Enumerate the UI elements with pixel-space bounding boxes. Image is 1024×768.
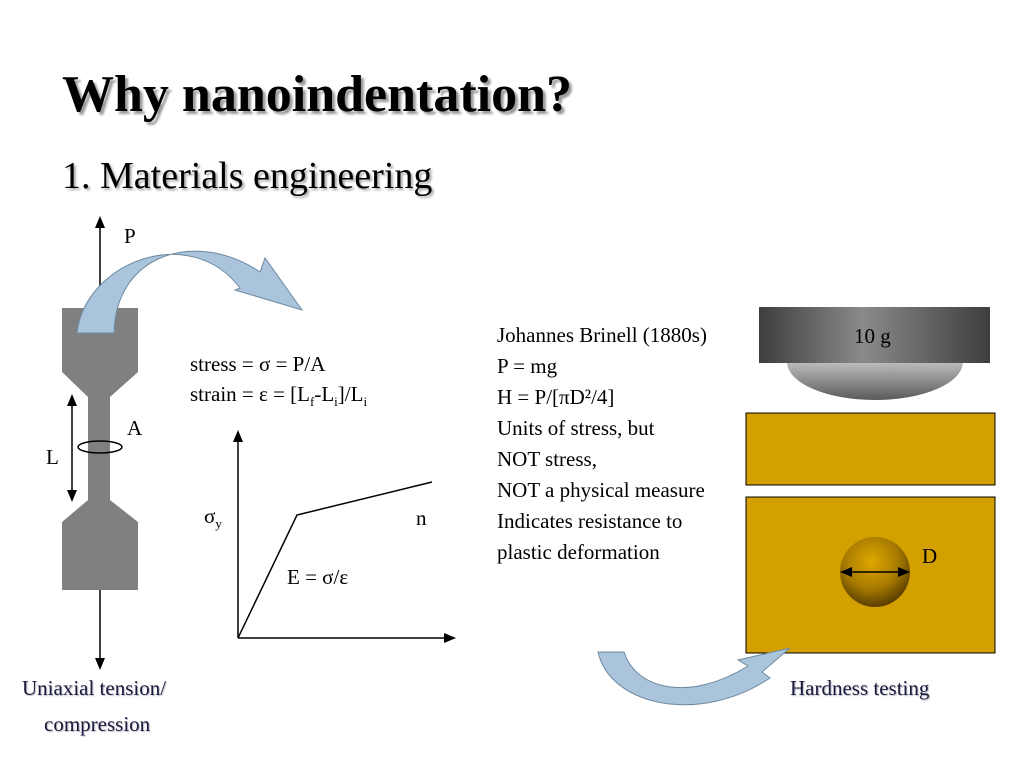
strain-dash: -L <box>314 382 335 406</box>
yield-stress-label: σy <box>204 504 222 532</box>
strain-prefix: strain = <box>190 382 259 406</box>
strain-sub-f: f <box>310 394 315 410</box>
strain-mid: = [L <box>267 382 310 406</box>
tension-specimen <box>62 308 138 590</box>
modulus-label: E = σ/ε <box>287 565 349 589</box>
label-load-p: P <box>124 224 136 248</box>
brinell-line: Johannes Brinell (1880s) <box>497 323 707 347</box>
diameter-arrow <box>840 567 910 577</box>
strain-equation: strain = ε = [Lf-Li]/Li <box>190 382 368 410</box>
stress-prefix: stress = <box>190 352 260 376</box>
slide-subtitle: 1. Materials engineering <box>62 155 433 197</box>
stress-symbol: σ <box>259 352 271 376</box>
brinell-line: NOT stress, <box>497 447 597 471</box>
brinell-line: P = mg <box>497 354 558 378</box>
sigma-symbol: σ <box>204 504 216 528</box>
hardness-caption: Hardness testing <box>790 676 930 700</box>
brinell-line: NOT a physical measure <box>497 478 705 502</box>
brinell-line: Units of stress, but <box>497 416 655 440</box>
brinell-indenter <box>759 307 990 400</box>
diameter-label: D <box>922 544 938 568</box>
strain-sub-i: i <box>334 394 338 410</box>
strain-symbol: ε <box>259 382 268 406</box>
hardening-exponent-label: n <box>416 506 427 530</box>
stress-suffix: = P/A <box>270 352 326 376</box>
weight-label: 10 g <box>854 324 891 348</box>
slide-title: Why nanoindentation? <box>62 66 573 123</box>
tension-caption-line1: Uniaxial tension/ <box>22 676 167 700</box>
strain-end: ]/L <box>337 382 364 406</box>
brinell-line: plastic deformation <box>497 540 660 564</box>
sigma-sub: y <box>215 516 222 532</box>
length-arrow <box>67 394 77 502</box>
gold-block-upper <box>745 412 996 486</box>
brinell-line: Indicates resistance to <box>497 509 683 533</box>
weight-block <box>759 307 990 363</box>
curved-arrow-top <box>76 250 304 334</box>
label-length-l: L <box>46 445 59 469</box>
stress-strain-plot <box>233 430 456 643</box>
label-area-a: A <box>127 416 143 440</box>
stress-equation: stress = σ = P/A <box>190 354 325 375</box>
curved-arrow-bottom <box>597 647 791 706</box>
brinell-line: H = P/[πD²/4] <box>497 385 615 409</box>
load-arrow-down <box>95 590 105 670</box>
strain-sub-i2: i <box>363 394 368 410</box>
tension-caption-line2: compression <box>44 712 151 736</box>
cross-section-ellipse <box>77 440 123 454</box>
stress-strain-curve <box>237 481 433 639</box>
brinell-description: Johannes Brinell (1880s) P = mg H = P/[π… <box>497 320 707 568</box>
